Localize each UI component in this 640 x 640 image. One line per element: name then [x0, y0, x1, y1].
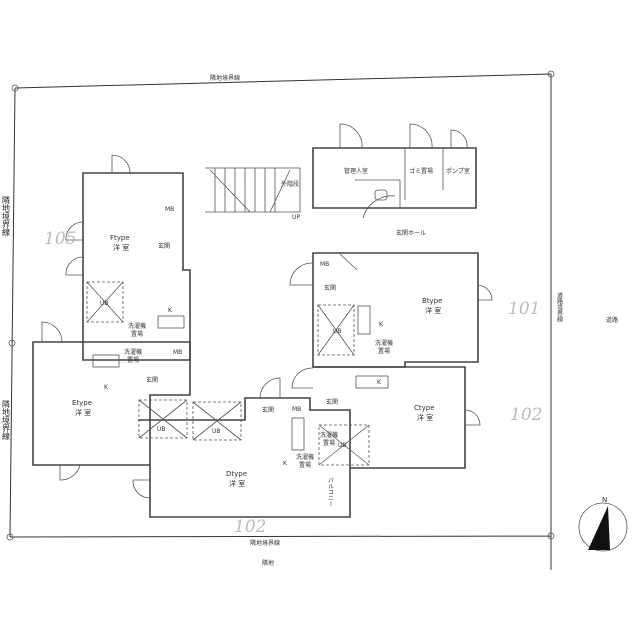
handwritten-number: 102: [510, 405, 542, 425]
kitchen-label: K: [377, 379, 382, 386]
mb-label: MB: [292, 406, 301, 413]
ub-label: UB: [333, 328, 342, 335]
kitchen-label: K: [168, 307, 173, 314]
svg-text:置場: 置場: [127, 356, 139, 364]
unit-c-room: 洋 室: [417, 413, 433, 422]
unit-d-type: Dtype: [226, 470, 247, 478]
svg-text:置場: 置場: [378, 347, 390, 355]
handwritten-number: 101: [508, 299, 540, 319]
walls: [32, 123, 493, 518]
north-label: N: [602, 496, 607, 504]
mb-label: MB: [173, 349, 182, 356]
boundary-right-label: 道路境界線: [556, 291, 563, 322]
ub-label: UB: [212, 428, 221, 435]
north-compass-icon: N: [578, 496, 628, 552]
svg-text:洗濯機: 洗濯機: [296, 453, 314, 461]
entrance-hall-label: 玄関ホール: [396, 229, 426, 237]
kitchen-label: K: [283, 460, 288, 467]
stairs-label: 外階段: [281, 180, 299, 188]
entrance-label: 玄関: [324, 284, 336, 292]
boundary-bottom-label: 隣地境界線: [250, 539, 280, 547]
manager-room-label: 管理人室: [344, 167, 368, 175]
boundary-left-upper-label: 隣地境界線: [2, 195, 11, 236]
handwritten-number: 105: [44, 229, 76, 249]
ub-label: UB: [157, 426, 166, 433]
unit-d-room: 洋 室: [229, 479, 245, 488]
svg-text:洗濯機: 洗濯機: [320, 431, 338, 439]
unit-baths: [86, 281, 389, 466]
svg-text:置場: 置場: [299, 461, 311, 469]
unit-f-type: Ftype: [110, 234, 130, 242]
unit-c-type: Ctype: [414, 404, 435, 412]
entrance-label: 玄関: [158, 242, 170, 250]
neighbor-bottom-label: 隣地: [262, 559, 274, 567]
svg-text:置場: 置場: [131, 330, 143, 338]
entrance-label: 玄関: [262, 406, 274, 414]
site-boundary: [6, 70, 555, 570]
road-label: 道路: [606, 316, 618, 324]
mb-label: MB: [165, 206, 174, 213]
svg-text:置場: 置場: [323, 439, 335, 447]
kitchen-label: K: [379, 321, 384, 328]
entrance-label: 玄関: [146, 376, 158, 384]
unit-f-room: 洋 室: [113, 243, 129, 252]
unit-b-room: 洋 室: [425, 306, 441, 315]
stairs-up-label: UP: [292, 214, 300, 221]
ub-label: UB: [100, 300, 109, 307]
balcony-label: バルコニー: [327, 477, 334, 507]
garbage-room-label: ゴミ置場: [409, 167, 433, 175]
svg-text:洗濯機: 洗濯機: [124, 348, 142, 356]
unit-e-type: Etype: [72, 399, 92, 407]
kitchen-label: K: [104, 384, 109, 391]
boundary-top-label: 隣地境界線: [210, 74, 240, 82]
unit-e-room: 洋 室: [75, 408, 91, 417]
ub-label: UB: [338, 442, 347, 449]
svg-text:洗濯機: 洗濯機: [128, 322, 146, 330]
handwritten-number: 102: [234, 517, 266, 537]
boundary-left-lower-label: 隣地境界線: [2, 399, 11, 440]
unit-b-type: Btype: [422, 297, 442, 305]
entrance-label: 玄関: [326, 398, 338, 406]
mb-label: MB: [320, 261, 329, 268]
svg-text:洗濯機: 洗濯機: [375, 339, 393, 347]
pump-room-label: ポンプ室: [446, 167, 470, 175]
